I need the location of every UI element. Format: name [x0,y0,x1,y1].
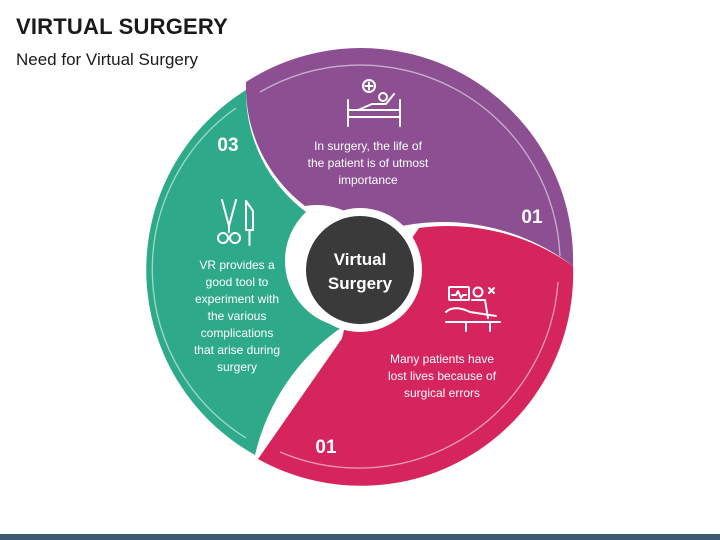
segment-3-text-line-4: the various [208,309,267,323]
page-subtitle: Need for Virtual Surgery [16,50,199,69]
center-circle [306,216,414,324]
segment-1-text-line-2: the patient is of utmost [308,156,429,170]
segment-2-text-line-2: lost lives because of [388,369,497,383]
segment-1-shape [245,48,574,267]
segment-1 [245,48,574,267]
center-label-line-1: Virtual [334,250,387,269]
segment-3-text-line-3: experiment with [195,292,279,306]
surgical-tools-icon [217,199,254,246]
segment-1-text: In surgery, the life of the patient is o… [308,139,429,187]
segment-1-inner-outline [259,64,561,257]
center-label-line-2: Surgery [328,274,393,293]
hospital-bed-icon [347,79,401,127]
segment-2-number: 01 [315,437,337,458]
segment-2-inner-outline [279,281,559,469]
footer-bar [0,534,720,540]
segment-3-text-line-7: surgery [217,360,257,374]
segment-3-text-line-2: good tool to [206,275,269,289]
segment-3-text: VR provides a good tool to experiment wi… [194,258,280,374]
segment-1-text-line-1: In surgery, the life of [314,139,422,153]
segment-2-shape-outer [258,226,574,486]
segment-3-text-line-5: complications [201,326,274,340]
segment-3-number: 03 [217,135,238,156]
segment-3-text-line-6: that arise during [194,343,280,357]
segment-2-text: Many patients have lost lives because of… [388,352,497,400]
segment-2 [258,226,574,486]
segment-1-text-line-3: importance [338,173,398,187]
segment-3-inner-outline [151,107,247,439]
segment-3-text-line-1: VR provides a [199,258,275,272]
page-title: VIRTUAL SURGERY [16,14,229,39]
segment-3-shape [146,90,342,455]
segment-1-number: 01 [521,207,543,228]
segment-3 [146,90,342,455]
center-hub: Virtual Surgery [298,208,422,332]
surgeon-monitor-icon [445,286,501,332]
segment-2-text-line-3: surgical errors [404,386,480,400]
segment-2-text-line-1: Many patients have [390,352,494,366]
